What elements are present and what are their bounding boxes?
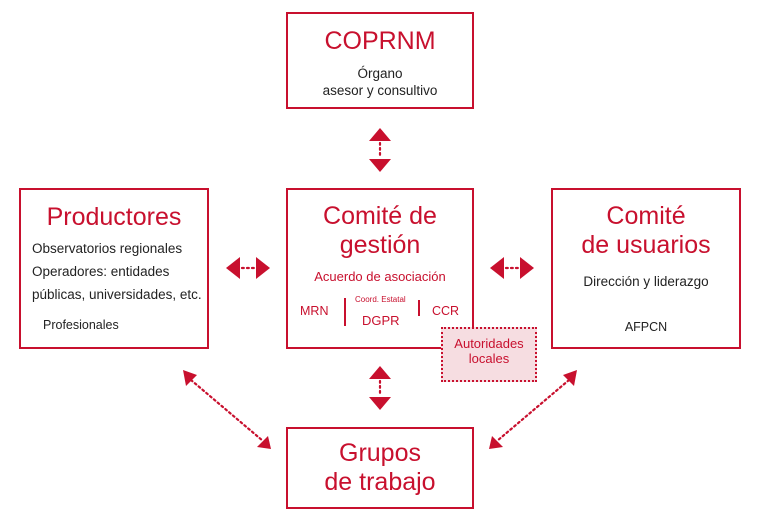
autoridades-locales-box: Autoridades locales xyxy=(441,327,537,382)
arrowhead-diagonal xyxy=(257,436,271,449)
dgpr-label: DGPR xyxy=(362,313,400,328)
productores-line1: Observatorios regionales xyxy=(32,241,183,256)
comite-gestion-box: Comité de gestión Acuerdo de asociación … xyxy=(286,188,474,349)
grupos-title-line1: Grupos xyxy=(339,439,421,467)
arrowhead-down xyxy=(369,159,391,172)
arrowhead-diagonal xyxy=(563,370,577,386)
arrowhead-up xyxy=(369,366,391,379)
productores-line2: Operadores: entidades xyxy=(32,264,170,279)
ccr-label: CCR xyxy=(432,304,460,318)
arrowhead-up xyxy=(369,128,391,141)
connector-dots xyxy=(495,378,571,443)
grupos-title-line2: de trabajo xyxy=(324,468,436,496)
comite-usuarios-line1: Dirección y liderazgo xyxy=(583,274,709,289)
separator-bar xyxy=(418,300,420,316)
comite-usuarios-title-line2: de usuarios xyxy=(581,231,711,259)
arrowhead-down xyxy=(369,397,391,410)
arrowhead-right xyxy=(520,257,534,279)
coprnm-line2: asesor y consultivo xyxy=(322,83,438,98)
arrowhead-left xyxy=(490,257,504,279)
coord-estatal-label: Coord. Estatal xyxy=(355,295,406,304)
comite-usuarios-line2: AFPCN xyxy=(624,320,668,334)
separator-bar xyxy=(344,298,346,326)
coprnm-box: COPRNM Órgano asesor y consultivo xyxy=(286,12,474,109)
productores-line4: Profesionales xyxy=(43,318,119,332)
comite-usuarios-box: Comité de usuarios Dirección y liderazgo… xyxy=(551,188,741,349)
arrowhead-diagonal xyxy=(183,370,197,386)
coprnm-line1: Órgano xyxy=(357,66,403,81)
comite-usuarios-title-line1: Comité xyxy=(606,202,686,230)
autoridades-line2: locales xyxy=(468,351,510,366)
arrowhead-diagonal xyxy=(489,436,503,449)
autoridades-line1: Autoridades xyxy=(454,336,524,351)
productores-title: Productores xyxy=(46,203,182,231)
comite-gestion-title-line2: gestión xyxy=(339,231,421,259)
comite-gestion-subtitle: Acuerdo de asociación xyxy=(314,269,446,284)
connector-dots xyxy=(189,378,265,443)
productores-line3: públicas, universidades, etc. xyxy=(32,287,202,302)
grupos-trabajo-box: Grupos de trabajo xyxy=(286,427,474,509)
productores-box: Productores Observatorios regionales Ope… xyxy=(19,188,209,349)
coprnm-title: COPRNM xyxy=(324,27,436,55)
mrn-label: MRN xyxy=(300,304,329,318)
comite-gestion-title-line1: Comité de xyxy=(323,202,437,230)
arrowhead-left xyxy=(226,257,240,279)
arrowhead-right xyxy=(256,257,270,279)
